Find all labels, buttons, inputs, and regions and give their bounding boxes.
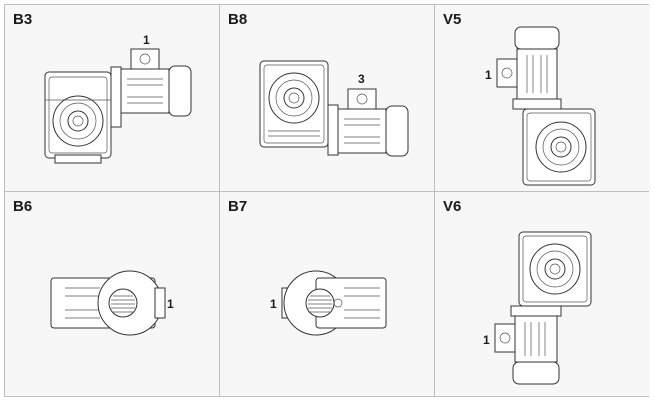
gearmotor-b6-drawing: 1 <box>50 270 174 336</box>
gearmotor-b8-drawing: 3 <box>259 60 409 157</box>
panel-v6: V6 1 <box>435 192 650 396</box>
terminal-box-marker: 1 <box>143 33 150 47</box>
gearmotor-b3-drawing: 1 <box>44 33 192 164</box>
position-code: B3 <box>13 11 33 28</box>
terminal-box-marker: 1 <box>270 297 277 311</box>
gearmotor-b7-drawing: 1 <box>270 270 387 336</box>
terminal-box-marker: 1 <box>483 333 490 347</box>
position-code: B8 <box>228 11 248 28</box>
panel-b7: B7 1 <box>220 192 434 396</box>
grid-divider <box>219 5 220 396</box>
gearmotor-v5-drawing: 1 <box>485 26 596 186</box>
panel-b6: B6 1 <box>5 192 219 396</box>
terminal-box-marker: 1 <box>167 297 174 311</box>
grid-divider <box>434 5 435 396</box>
position-code: B6 <box>13 198 33 215</box>
panel-b8: B8 3 <box>220 5 434 191</box>
panel-b3: B3 1 <box>5 5 219 191</box>
gearmotor-v6-drawing: 1 <box>483 231 592 385</box>
panel-v5: V5 1 <box>435 5 650 191</box>
position-code: V6 <box>443 198 462 215</box>
position-code: V5 <box>443 11 462 28</box>
mounting-positions-grid: B3 1 B8 <box>4 4 650 397</box>
terminal-box-marker: 3 <box>358 72 365 86</box>
position-code: B7 <box>228 198 248 215</box>
grid-divider <box>5 191 648 192</box>
terminal-box-marker: 1 <box>485 68 492 82</box>
